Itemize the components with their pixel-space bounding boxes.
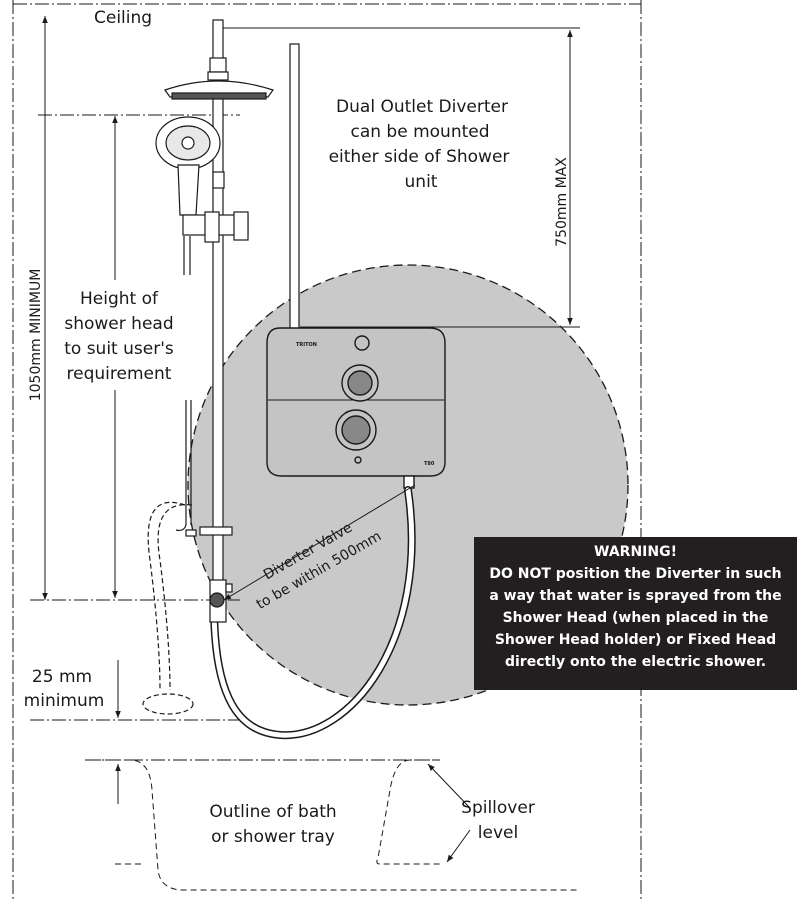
- unit-brand-label: TRITON: [296, 342, 317, 348]
- handset: [155, 116, 249, 243]
- dimension-25mm: [30, 660, 440, 804]
- shower-head-note-line-2: shower head: [64, 314, 173, 334]
- ceiling-label: Ceiling: [94, 8, 152, 28]
- min-dimension-label: 1050mm MINIMUM: [28, 269, 44, 402]
- spillover-line-2: level: [478, 823, 518, 843]
- diverter-note-line-2: can be mounted: [350, 122, 489, 142]
- wall-lines: [12, 0, 642, 901]
- dimension-750: [218, 27, 580, 328]
- diverter-note: Dual Outlet Diverter can be mounted eith…: [329, 97, 510, 192]
- bath-note: Outline of bath or shower tray: [209, 802, 336, 847]
- shower-head-note-line-4: requirement: [67, 364, 172, 384]
- diverter-pointer-line: [223, 484, 416, 601]
- spillover-line-1: Spillover: [461, 798, 535, 818]
- diverter-valve: [209, 579, 233, 623]
- min-clearance-line-1: 25 mm: [32, 667, 92, 687]
- dimension-shower-head: [38, 114, 240, 598]
- min-clearance-line-2: minimum: [24, 691, 105, 711]
- min-clearance-note: 25 mm minimum: [24, 667, 105, 711]
- spillover-pointer-lower: [446, 829, 471, 863]
- shower-head-note: Height of shower head to suit user's req…: [64, 289, 174, 384]
- max-dimension-label: 750mm MAX: [554, 157, 570, 247]
- warning-line-1: DO NOT position the Diverter in such: [489, 566, 782, 582]
- shower-hose: [210, 486, 416, 740]
- warning-box: WARNING! DO NOT position the Diverter in…: [474, 537, 797, 690]
- unit-model-label: T80: [424, 461, 435, 467]
- bath-note-line-2: or shower tray: [211, 827, 335, 847]
- hose-clip: [185, 526, 233, 537]
- handset-hose: [142, 236, 194, 715]
- warning-line-2: a way that water is sprayed from the: [489, 588, 782, 604]
- diverter-note-line-3: either side of Shower: [329, 147, 510, 167]
- warning-line-5: directly onto the electric shower.: [504, 654, 767, 670]
- diverter-pipe: [289, 43, 300, 330]
- dimension-1050: [30, 16, 240, 601]
- bath-outline: [85, 759, 580, 891]
- warning-line-3: Shower Head (when placed in the: [502, 610, 769, 626]
- electric-shower-unit: [266, 327, 446, 489]
- warning-line-4: Shower Head holder) or Fixed Head: [494, 632, 777, 648]
- diverter-note-line-4: unit: [405, 172, 438, 192]
- shower-head-note-line-1: Height of: [80, 289, 159, 309]
- warning-title: WARNING!: [594, 544, 677, 560]
- shower-head-note-line-3: to suit user's: [64, 339, 174, 359]
- spillover-note: Spillover level: [461, 798, 535, 843]
- diverter-note-line-1: Dual Outlet Diverter: [336, 97, 508, 117]
- fixed-head: [164, 80, 274, 100]
- bath-note-line-1: Outline of bath: [209, 802, 336, 822]
- spillover-pointer-upper: [427, 763, 471, 809]
